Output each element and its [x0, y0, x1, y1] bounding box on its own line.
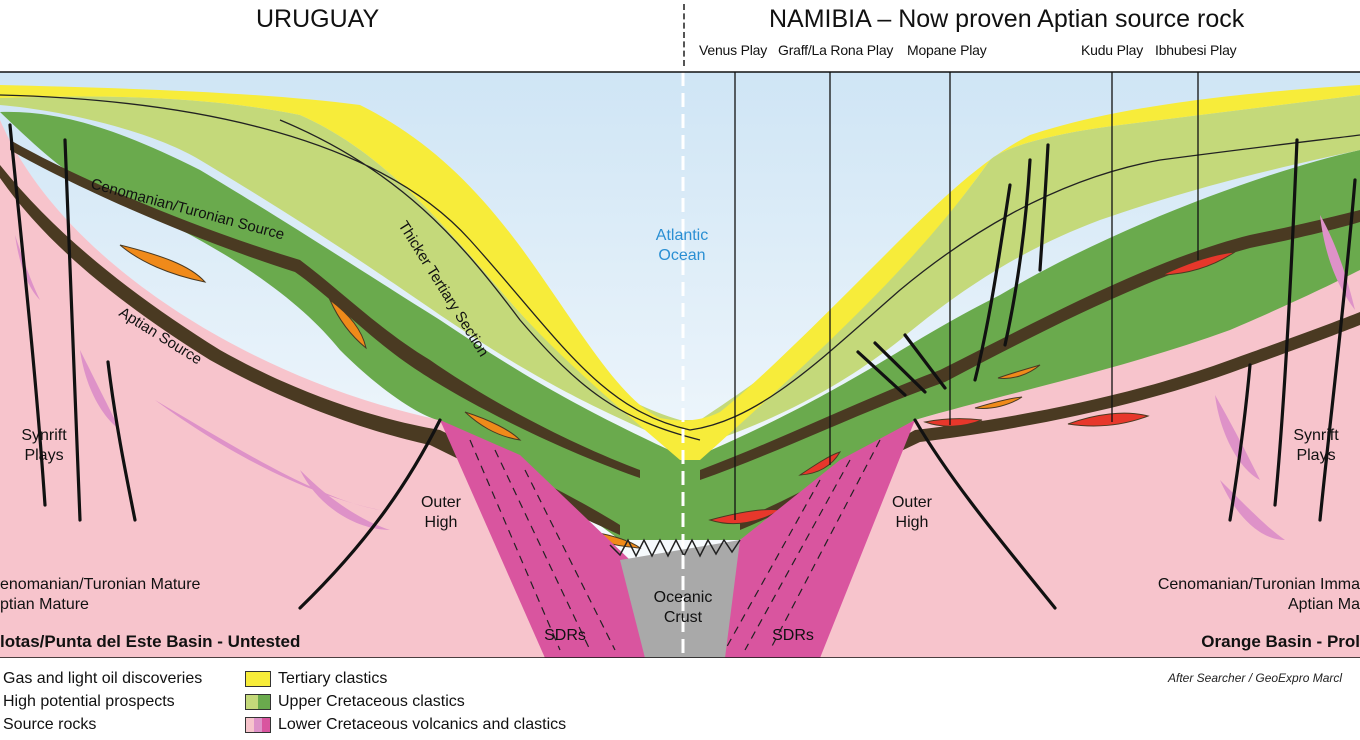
ocean-label-line2: Ocean	[658, 247, 705, 264]
sdrs-right-label: SDRs	[772, 627, 814, 644]
fault-right-2	[1318, 178, 1357, 522]
outer-high-left-line2: High	[425, 514, 458, 531]
fault-left-1	[8, 123, 47, 507]
synrift-left-line1: Synrift	[21, 427, 67, 444]
cenomanian-source-right	[700, 210, 1360, 480]
play-label-kudu: Kudu Play	[1081, 42, 1144, 58]
oceanic-crust-line1: Oceanic	[654, 589, 713, 606]
legend-source-rocks: Source rocks	[3, 716, 97, 733]
basin-left-label: lotas/Punta del Este Basin - Untested	[0, 632, 300, 651]
oil-discovery-5	[997, 364, 1041, 379]
outer-high-right-line1: Outer	[892, 494, 933, 511]
synrift-right-line1: Synrift	[1293, 427, 1339, 444]
fault-right-1	[1273, 138, 1299, 507]
oil-discovery-3	[464, 411, 522, 441]
play-label-mopane: Mopane Play	[907, 42, 987, 58]
uruguay-title: URUGUAY	[256, 5, 380, 33]
play-label-venus: Venus Play	[699, 42, 768, 58]
fault-namibia-2	[873, 341, 927, 394]
sdr-dashes	[469, 439, 881, 651]
legend-swatch-lower-cretaceous	[245, 717, 271, 733]
legend-upper-cretaceous: Upper Cretaceous clastics	[278, 693, 465, 710]
synrift-left-line2: Plays	[24, 447, 63, 464]
synrift-wedge-left-2	[80, 350, 120, 430]
immature-right-line2: Aptian Ma	[1288, 596, 1360, 613]
crust-teeth	[609, 538, 741, 558]
upper-cretaceous-dark	[0, 111, 1360, 540]
fault-left-3	[106, 360, 137, 522]
sdr-right	[720, 420, 915, 658]
faults	[8, 123, 1357, 610]
sdr-left	[440, 420, 645, 658]
fault-namibia-6	[1038, 143, 1050, 272]
oil-discovery-6	[974, 396, 1023, 409]
cenomanian-source-left	[10, 140, 640, 478]
legend-gas-discoveries: Gas and light oil discoveries	[3, 670, 203, 687]
fault-right-3	[1228, 363, 1252, 522]
fault-namibia-3	[903, 333, 947, 390]
basin-right-label: Orange Basin - Prol	[1201, 632, 1360, 651]
play-well-lines	[734, 72, 1199, 520]
play-label-graff: Graff/La Rona Play	[778, 42, 894, 58]
legend-tertiary: Tertiary clastics	[278, 670, 388, 687]
mature-left-line1: enomanian/Turonian Mature	[0, 576, 201, 593]
cross-section-diagram: Atlantic Ocean Cenomanian/Turonian Sourc…	[0, 71, 1360, 658]
header: URUGUAY NAMIBIA – Now proven Aptian sour…	[0, 0, 1360, 66]
aptian-source-right	[740, 312, 1360, 530]
synrift-wedge-right-2	[1215, 395, 1260, 480]
namibia-title: NAMIBIA – Now proven Aptian source rock	[769, 5, 1245, 33]
fault-outer-high-right	[913, 418, 1057, 610]
play-label-ibhubesi: Ibhubesi Play	[1155, 42, 1237, 58]
fault-namibia-5	[1003, 158, 1032, 347]
legend-high-potential-prospects: High potential prospects	[3, 693, 175, 710]
prospect-5	[1161, 251, 1236, 276]
outer-high-left-line1: Outer	[421, 494, 462, 511]
immature-right-line1: Cenomanian/Turonian Imma	[1158, 576, 1360, 593]
lower-cretaceous-basement	[0, 120, 1360, 658]
fault-namibia-4	[973, 183, 1012, 382]
legend: Gas and light oil discoveries High poten…	[0, 668, 1360, 740]
header-divider	[683, 4, 685, 66]
prospect-3	[923, 418, 983, 427]
outer-high-right-line2: High	[896, 514, 929, 531]
credit-text: After Searcher / GeoExpro Marcl	[1168, 671, 1343, 685]
oceanic-crust	[620, 540, 740, 658]
tertiary-band-lines	[0, 94, 1360, 441]
legend-swatch-upper-cretaceous	[245, 694, 271, 710]
legend-swatch-tertiary	[245, 671, 271, 687]
mature-left-line2: ptian Mature	[0, 596, 89, 613]
fault-outer-high-left	[298, 418, 442, 610]
oil-discovery-2	[328, 298, 367, 350]
fault-namibia-1	[856, 350, 907, 397]
upper-cretaceous-light	[0, 95, 1360, 445]
fault-left-2	[63, 138, 82, 522]
oil-discovery-1	[119, 244, 207, 283]
sdrs-left-label: SDRs	[544, 627, 586, 644]
legend-lower-cretaceous: Lower Cretaceous volcanics and clastics	[278, 716, 567, 733]
oceanic-crust-line2: Crust	[664, 609, 703, 626]
ocean-label-line1: Atlantic	[656, 227, 708, 244]
synrift-right-line2: Plays	[1296, 447, 1335, 464]
prospect-4	[1067, 412, 1150, 427]
